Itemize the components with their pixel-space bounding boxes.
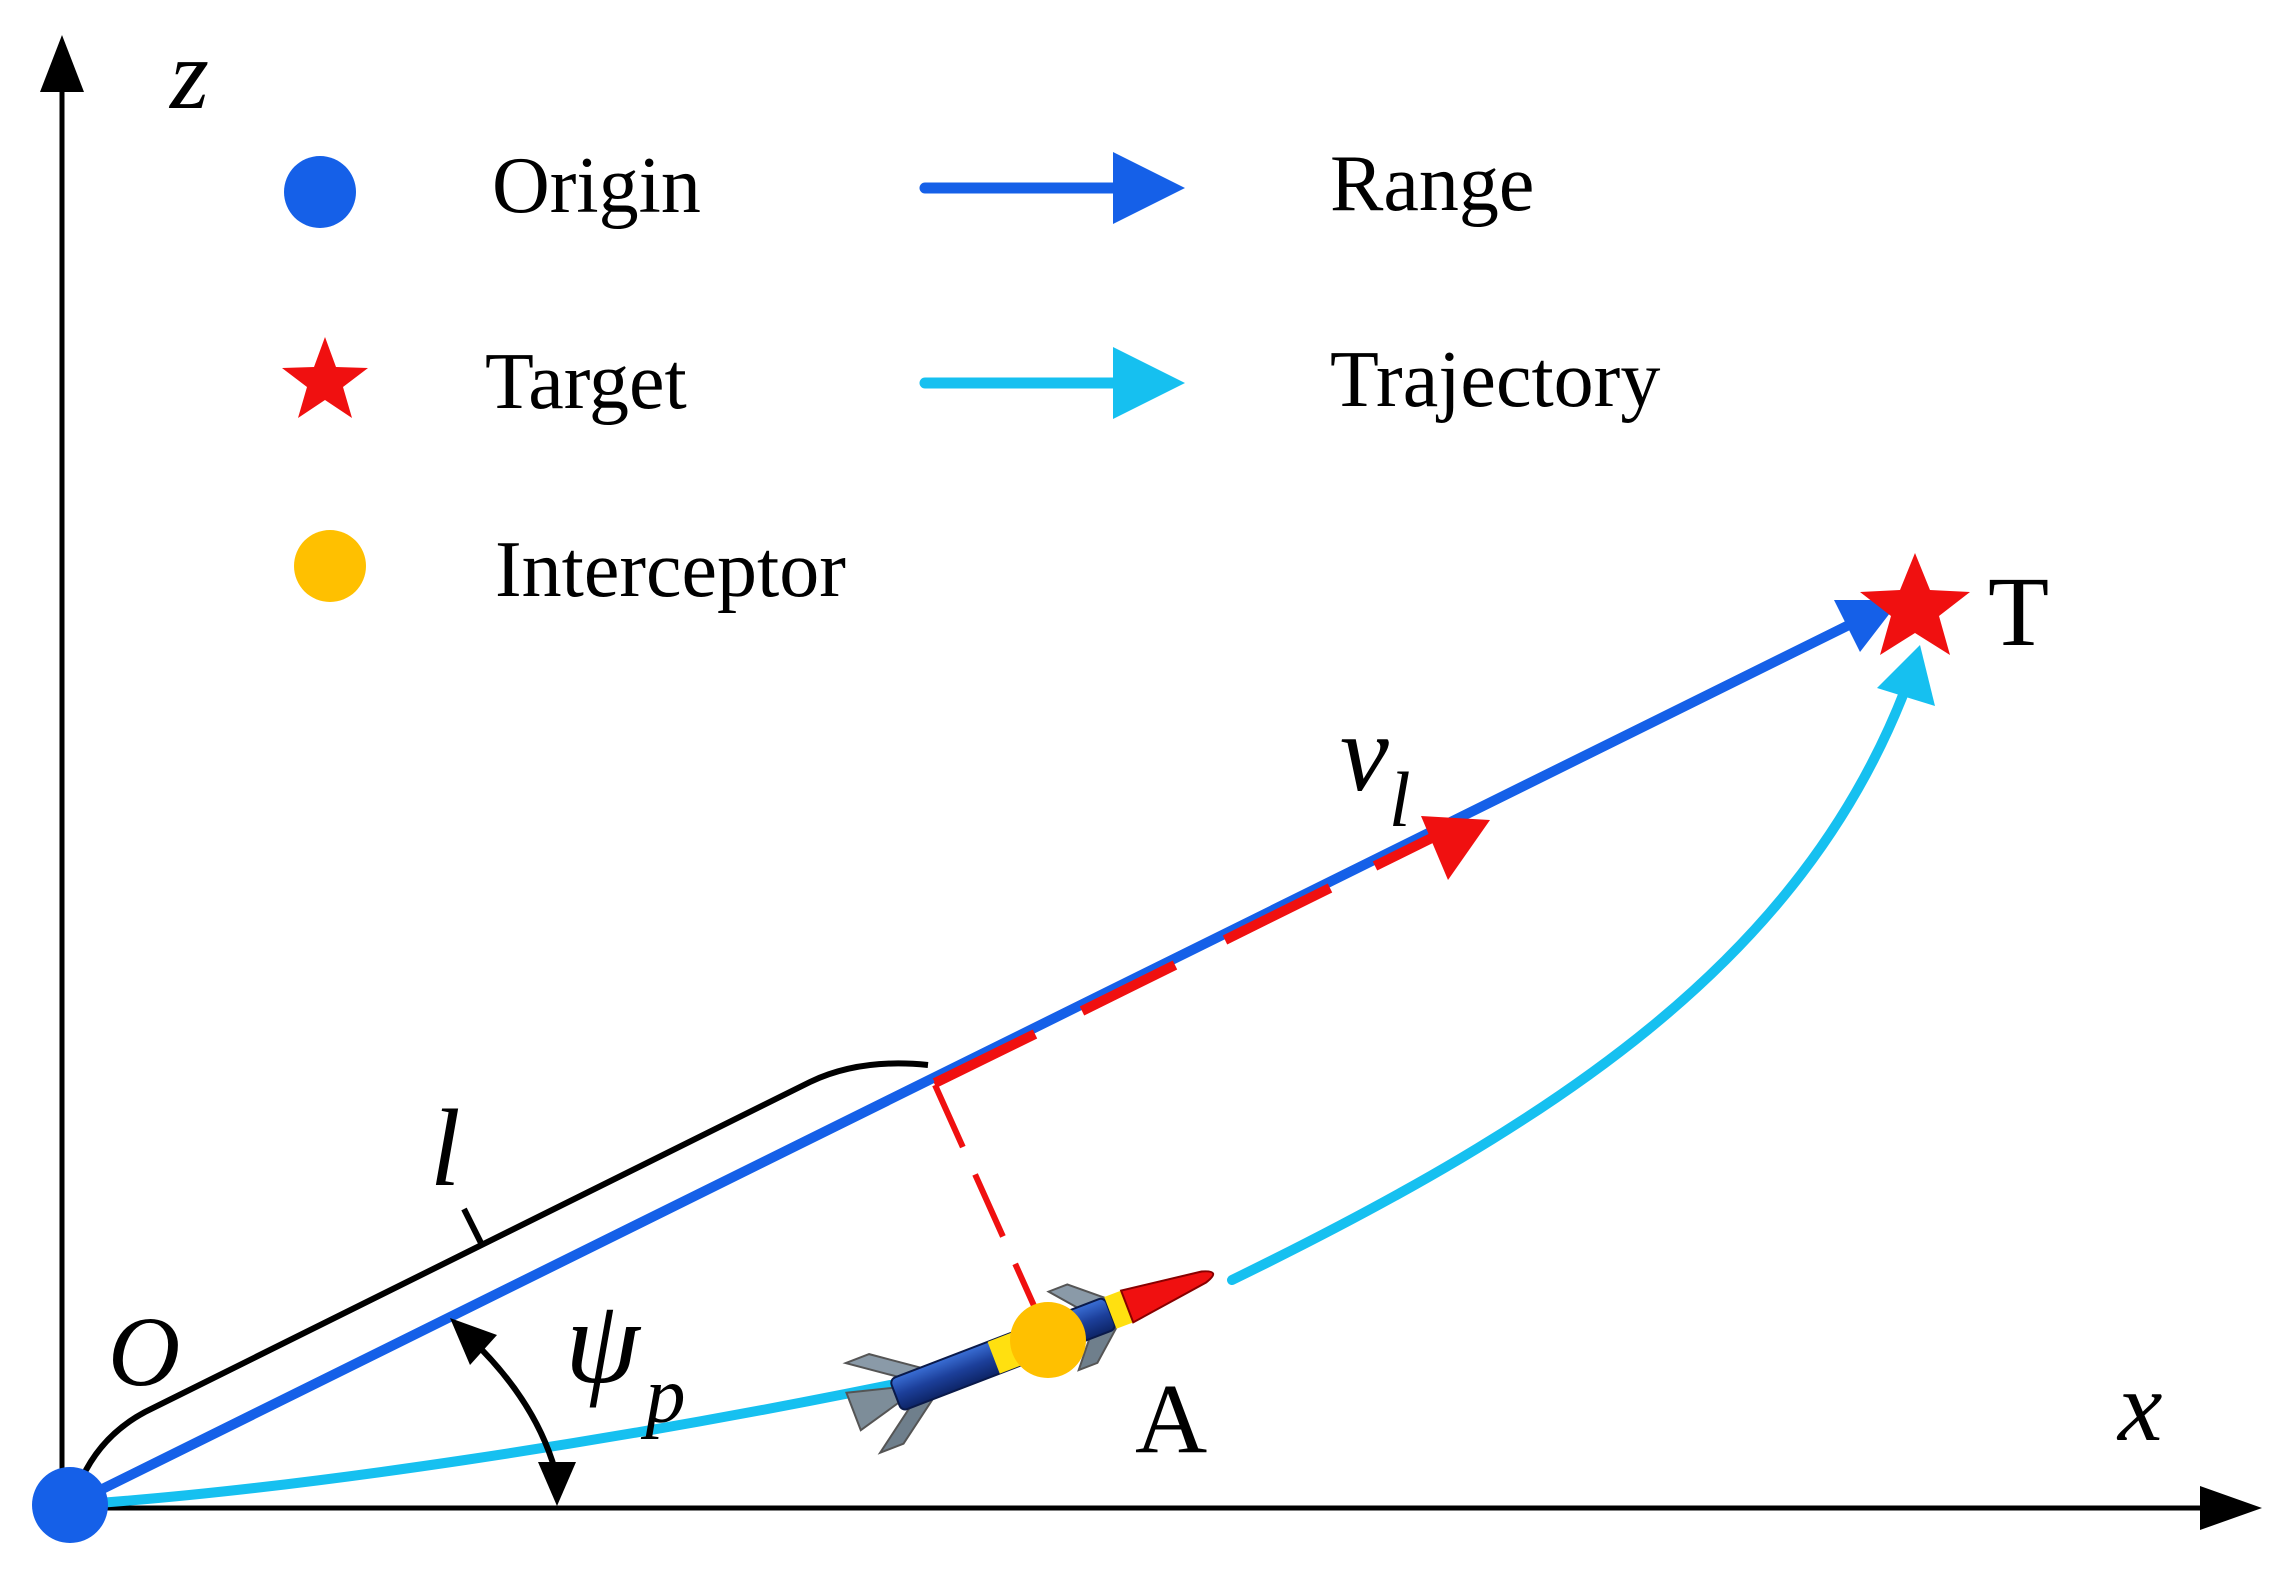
legend-range-arrow-icon <box>1113 152 1185 224</box>
legend-interceptor-label: Interceptor <box>495 526 846 614</box>
legend-target-icon <box>282 337 368 418</box>
interceptor-point <box>1010 1302 1086 1378</box>
right-angle-marker <box>933 1070 960 1088</box>
legend-range-label: Range <box>1330 140 1534 228</box>
length-label: l <box>430 1087 461 1209</box>
legend-trajectory-arrow-icon <box>1113 347 1185 419</box>
projection-dashed-line <box>932 1083 1038 1310</box>
origin-point <box>32 1467 108 1543</box>
velocity-subscript: l <box>1389 756 1411 843</box>
angle-subscript: p <box>641 1352 686 1440</box>
z-axis <box>40 35 84 1510</box>
angle-arc <box>450 1318 576 1506</box>
legend-interceptor-icon <box>294 530 366 602</box>
angle-arrowhead-lower-icon <box>538 1462 576 1506</box>
legend-trajectory-label: Trajectory <box>1330 336 1660 424</box>
angle-arrowhead-upper-icon <box>450 1318 497 1365</box>
range-red-dash <box>1222 883 1333 945</box>
interceptor-point-label: A <box>1135 1363 1207 1474</box>
missile-icon <box>842 1270 1215 1455</box>
legend-origin-icon <box>284 156 356 228</box>
velocity-label: vl <box>1340 692 1411 843</box>
trajectory-arrowhead-icon <box>1877 645 1935 706</box>
target-point-label: T <box>1988 556 2049 667</box>
z-axis-label: z <box>168 19 209 130</box>
x-axis-label: x <box>2116 1351 2162 1462</box>
origin-label: O <box>108 1296 180 1407</box>
range-arrowhead-icon <box>1834 600 1900 652</box>
x-axis <box>62 1486 2262 1530</box>
legend: Origin Target Interceptor Range Trajecto… <box>282 140 1660 614</box>
x-axis-arrowhead-icon <box>2200 1486 2262 1530</box>
z-axis-arrowhead-icon <box>40 35 84 92</box>
angle-label: ψp <box>565 1275 686 1440</box>
angle-symbol: ψ <box>565 1275 642 1408</box>
trajectory-curve <box>65 645 1935 1510</box>
velocity-symbol: v <box>1340 692 1389 814</box>
target-star-icon <box>1860 553 1970 655</box>
length-bracket <box>79 1060 929 1480</box>
legend-target-label: Target <box>485 338 687 426</box>
range-red-dash <box>1079 960 1178 1016</box>
velocity-arrowhead-icon <box>1421 816 1490 880</box>
legend-origin-label: Origin <box>492 142 701 230</box>
